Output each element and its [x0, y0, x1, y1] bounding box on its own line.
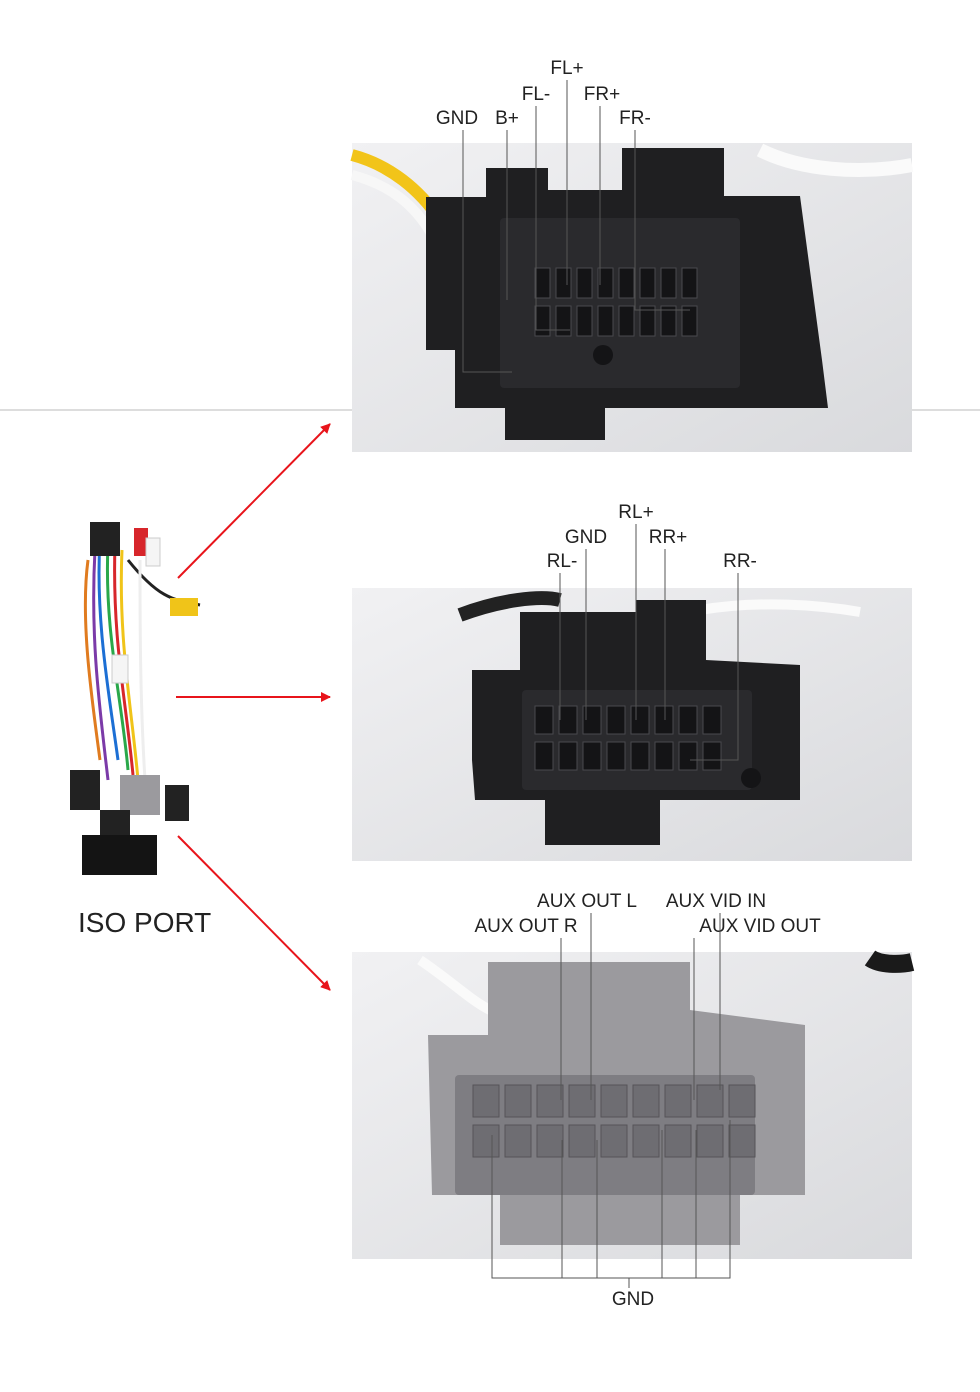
aux-connector-photo	[352, 950, 915, 1259]
pin-label-gnd-aux: GND	[612, 1289, 654, 1310]
connector-pin-slot	[568, 1124, 596, 1158]
connector-pin-slot	[660, 305, 677, 337]
connector-pin-slot	[504, 1084, 532, 1118]
connector-pin-slot	[472, 1084, 500, 1118]
rear-leader-lines	[559, 524, 739, 761]
pin-label-fr-minus: FR-	[619, 108, 651, 129]
connector-pin-slot	[536, 1124, 564, 1158]
connector-pin-slot	[639, 267, 656, 299]
connector-pin-slot	[632, 1124, 660, 1158]
connector-pin-slot	[696, 1084, 724, 1118]
connector-pin-slot	[555, 267, 572, 299]
connector-pin-slot	[555, 305, 572, 337]
connector-pin-slot	[678, 741, 698, 771]
connector-pin-slot	[606, 741, 626, 771]
pin-label-rr-plus: RR+	[649, 527, 688, 548]
connector-pin-slot	[654, 741, 674, 771]
connector-pin-slot	[582, 741, 602, 771]
connector-pin-slot	[702, 741, 722, 771]
pin-label-b-plus: B+	[495, 108, 519, 129]
connector-pin-slot	[696, 1124, 724, 1158]
connector-pin-slot	[576, 267, 593, 299]
pin-label-aux-out-l: AUX OUT L	[537, 891, 637, 912]
connector-pin-slot	[600, 1084, 628, 1118]
connector-pin-slot	[576, 305, 593, 337]
connector-pin-slot	[639, 305, 656, 337]
arrow-to-aux-connector	[177, 835, 331, 991]
connector-pin-slot	[558, 705, 578, 735]
aux-leader-lines	[491, 913, 731, 1288]
connector-pin-slot	[472, 1124, 500, 1158]
front-speaker-connector-photo	[350, 143, 914, 452]
pin-label-aux-out-r: AUX OUT R	[474, 916, 577, 937]
pin-label-fl-plus: FL+	[550, 58, 583, 79]
connector-pin-slot	[660, 267, 677, 299]
arrow-to-front-connector	[177, 423, 331, 579]
pin-label-aux-vid-in: AUX VID IN	[666, 891, 766, 912]
connector-pin-slot	[728, 1084, 756, 1118]
connector-pin-slot	[536, 1084, 564, 1118]
connector-pin-slot	[632, 1084, 660, 1118]
pin-label-gnd-front: GND	[436, 108, 478, 129]
connector-pin-slot	[681, 267, 698, 299]
connector-pin-slot	[534, 267, 551, 299]
pin-label-aux-vid-out: AUX VID OUT	[699, 916, 821, 937]
connector-pin-slot	[600, 1124, 628, 1158]
connector-pin-slot	[618, 305, 635, 337]
connector-pin-slot	[606, 705, 626, 735]
connector-pin-slot	[681, 305, 698, 337]
connector-pin-slot	[618, 267, 635, 299]
connector-pin-slot	[504, 1124, 532, 1158]
iso-port-label: ISO PORT	[78, 907, 211, 938]
connector-pin-slot	[654, 705, 674, 735]
connector-pin-slot	[597, 305, 614, 337]
connector-pin-slot	[582, 705, 602, 735]
connector-pin-slot	[664, 1124, 692, 1158]
pin-label-fl-minus: FL-	[522, 84, 551, 105]
rear-speaker-connector-photo	[352, 588, 912, 861]
connector-pin-slot	[597, 267, 614, 299]
pin-label-rr-minus: RR-	[723, 551, 757, 572]
pin-label-gnd-rear: GND	[565, 527, 607, 548]
connector-pin-slot	[664, 1084, 692, 1118]
connector-pin-slot	[728, 1124, 756, 1158]
connector-pin-slot	[702, 705, 722, 735]
connector-pin-slot	[678, 705, 698, 735]
connector-pin-slot	[630, 741, 650, 771]
connector-pin-slot	[534, 741, 554, 771]
connector-pin-slot	[534, 305, 551, 337]
connector-pin-slot	[630, 705, 650, 735]
wiring-harness-image	[70, 522, 201, 875]
pin-label-fr-plus: FR+	[584, 84, 620, 105]
connector-pin-slot	[534, 705, 554, 735]
connector-pin-slot	[558, 741, 578, 771]
pin-label-rl-plus: RL+	[618, 502, 653, 523]
pin-label-rl-minus: RL-	[547, 551, 578, 572]
front-leader-lines	[462, 80, 690, 373]
